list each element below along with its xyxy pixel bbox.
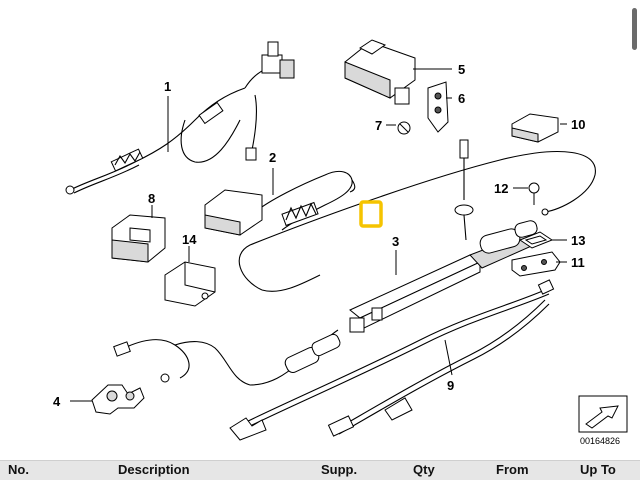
part-2-cable xyxy=(254,170,356,231)
callout-7[interactable]: 7 xyxy=(375,118,382,133)
part-5-module xyxy=(344,39,416,105)
callout-9[interactable]: 9 xyxy=(447,378,454,393)
callout-10[interactable]: 10 xyxy=(571,117,585,132)
callout-1[interactable]: 1 xyxy=(164,79,171,94)
scrollbar[interactable] xyxy=(632,8,637,50)
direction-arrow-icon xyxy=(585,405,619,429)
callout-11[interactable]: 11 xyxy=(571,255,585,270)
grommet xyxy=(454,139,474,241)
column-up-to[interactable]: Up To xyxy=(580,462,616,477)
callout-14[interactable]: 14 xyxy=(182,232,197,247)
callout-3[interactable]: 3 xyxy=(392,234,399,249)
part-14-cover xyxy=(164,261,216,307)
part-3-cable xyxy=(238,151,596,292)
part-11-bracket xyxy=(511,251,561,277)
part-8-block xyxy=(111,214,166,263)
reference-id: 00164826 xyxy=(580,436,620,446)
callouts: 1 2 3 4 5 6 7 8 9 10 11 12 13 14 xyxy=(53,62,585,409)
parts-table-header: No. Description Supp. Qty From Up To xyxy=(0,460,640,480)
column-qty[interactable]: Qty xyxy=(413,462,435,477)
callout-4[interactable]: 4 xyxy=(53,394,61,409)
part-6-bracket xyxy=(427,81,449,133)
column-from[interactable]: From xyxy=(496,462,529,477)
part-1-cable xyxy=(65,41,295,195)
callout-5[interactable]: 5 xyxy=(458,62,465,77)
part-4-clip xyxy=(91,384,145,415)
part-9-cable xyxy=(113,279,555,441)
part-7-screw xyxy=(397,121,411,135)
leader-lines xyxy=(70,68,567,402)
part-2-block xyxy=(204,189,263,236)
column-description[interactable]: Description xyxy=(118,462,190,477)
part-10-connector xyxy=(511,113,559,143)
callout-12[interactable]: 12 xyxy=(494,181,508,196)
parts-diagram: 1 2 3 4 5 6 7 8 9 10 11 12 13 14 0016482… xyxy=(53,39,628,446)
callout-2[interactable]: 2 xyxy=(269,150,276,165)
column-supp[interactable]: Supp. xyxy=(321,462,358,477)
highlight-box[interactable] xyxy=(359,200,383,228)
callout-6[interactable]: 6 xyxy=(458,91,465,106)
callout-13[interactable]: 13 xyxy=(571,233,585,248)
part-12-bolt xyxy=(528,182,540,205)
column-no[interactable]: No. xyxy=(8,462,29,477)
callout-8[interactable]: 8 xyxy=(148,191,155,206)
reference-box: 00164826 xyxy=(578,395,628,446)
